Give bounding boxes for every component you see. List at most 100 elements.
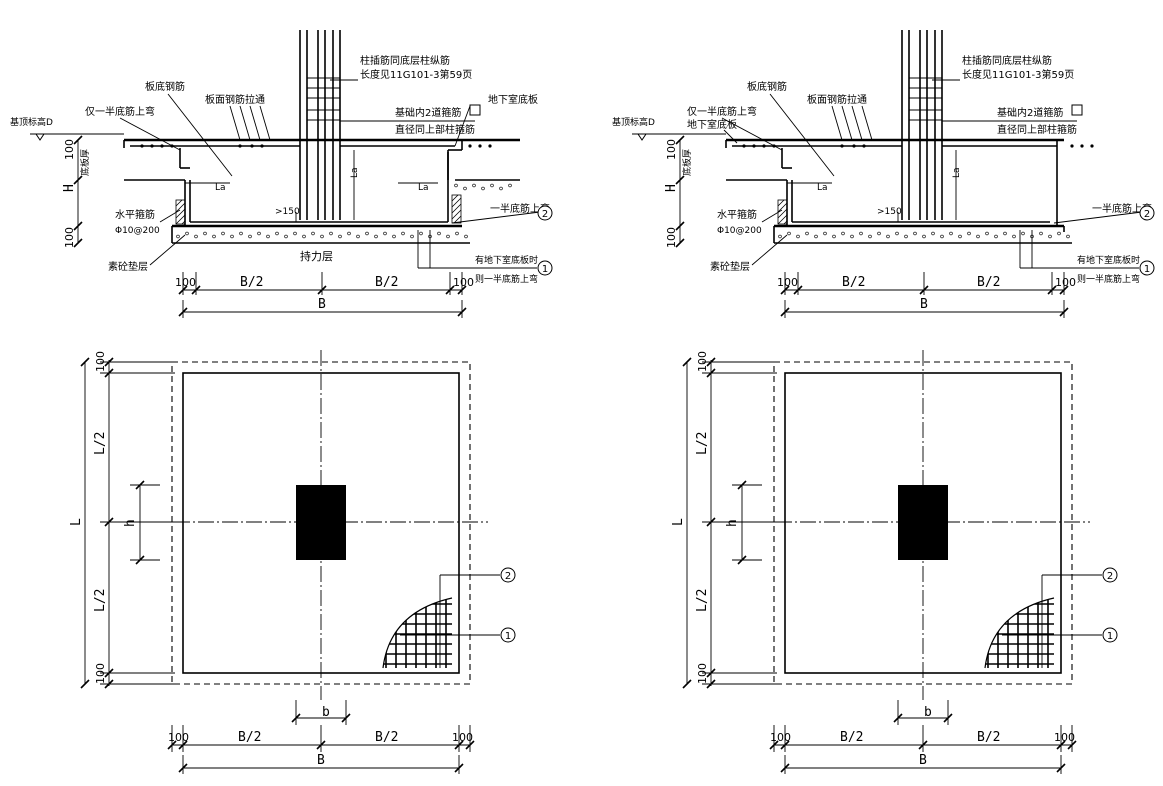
rebar-dot [852,144,856,148]
aggregate [904,234,908,239]
plan-dim-B2-right: B/2 [375,730,398,745]
dim-100-b: 100 [63,227,76,248]
rebar-dot [840,144,844,148]
aggregate [1003,231,1007,236]
aggregate [257,231,261,236]
aggregate [311,231,315,236]
dim-tick [341,713,351,723]
aggregate [796,234,800,239]
mesh-lines [985,598,1054,668]
stirrup-spec-label: Φ10@200 [717,226,762,236]
col-bar-length-note: 长度见11G101-3第59页 [962,68,1074,81]
dim-tick [445,285,455,295]
H-label: H [62,184,77,192]
dim-tick [706,368,716,378]
aggregate [913,231,917,236]
aggregate [868,234,872,239]
rebar-dot [250,144,254,148]
concrete-cushion-label: 素砼垫层 [108,260,148,273]
dim-tick [706,517,716,527]
plan-dim-b: b [924,705,932,720]
dim-tick [73,238,83,248]
basement-slab-label: 地下室底板 [488,93,538,106]
dim-B2-left: B/2 [842,275,865,290]
dim-100-b: 100 [665,227,678,248]
plan-dim-B2-left: B/2 [840,730,863,745]
dim-100-left: 100 [777,276,798,289]
La-label: La [215,183,226,193]
aggregate [481,186,485,191]
dim-tick [682,357,692,367]
leader [721,117,783,151]
La-label-v: La [952,167,962,178]
dim-tick [104,357,114,367]
aggregate [508,183,512,188]
rebar-dot [862,144,866,148]
leader [451,211,541,224]
leader [239,105,251,141]
dim-tick [317,285,327,295]
plan-circle-2-circle [500,567,516,583]
aggregate [787,231,791,236]
basement-note-1: 有地下室底板时 [1077,254,1140,266]
plan-dim-B: B [919,753,927,768]
top-elevation-label: 基顶标高D [612,116,655,128]
dim-tick [1047,285,1057,295]
dim-tick [1067,740,1077,750]
dim-tick [918,740,928,750]
aggregate [374,234,378,239]
plan-circle-2-circle [1102,567,1118,583]
aggregate [490,183,494,188]
aggregate [922,234,926,239]
aggregate [203,231,207,236]
dim-100-right: 100 [1055,276,1076,289]
aggregate [230,234,234,239]
aggregate [778,234,782,239]
dim-tick [104,368,114,378]
bottom-rebar-label: 板底钢筋 [145,80,185,93]
hatch-line [175,214,186,225]
dim-tick [675,238,685,248]
plan-dim-100-right: 100 [452,731,473,744]
H-label: H [664,184,679,192]
aggregate [859,231,863,236]
plan-dim-100-left: 100 [168,731,189,744]
half-bottom-up2-label: 一半底筋上弯 [1092,202,1152,215]
rebar-dot [752,144,756,148]
rebar-dot [478,144,482,148]
plan-dim-L2-top: L/2 [93,432,108,455]
hatch-line [175,202,186,213]
stirrup-box [1071,104,1083,116]
aggregate [266,234,270,239]
elev-mark [35,133,45,141]
dim-tick [943,713,953,723]
plan-dim-B: B [317,753,325,768]
basement-note-2: 则一半底筋上弯 [1077,273,1140,285]
aggregate [886,234,890,239]
aggregate [365,231,369,236]
col-bar-length-note: 长度见11G101-3第59页 [360,68,472,81]
side-hatch-right [451,194,462,224]
dim-tick [682,679,692,689]
dim-tick [780,740,790,750]
aggregate [356,234,360,239]
column [296,485,346,560]
half-bottom-up-label: 仅一半底筋上弯 [85,105,155,118]
bottom-rebar-label: 板底钢筋 [747,80,787,93]
aggregate [1039,231,1043,236]
circle-1: 1 [1144,264,1150,275]
aggregate [967,231,971,236]
dim-B2-right: B/2 [375,275,398,290]
plan-circle-1: 1 [1107,631,1113,642]
dim-tick [73,135,83,145]
rebar-dot [160,144,164,148]
basement-gravel [454,183,512,191]
hatch-line [451,203,462,214]
hatch-line [175,199,183,207]
plan-dim-100-bot: 100 [94,663,107,684]
plan-dim-B2-right: B/2 [977,730,1000,745]
leader [1053,211,1143,224]
dim-tick [706,679,716,689]
leader [861,105,873,141]
